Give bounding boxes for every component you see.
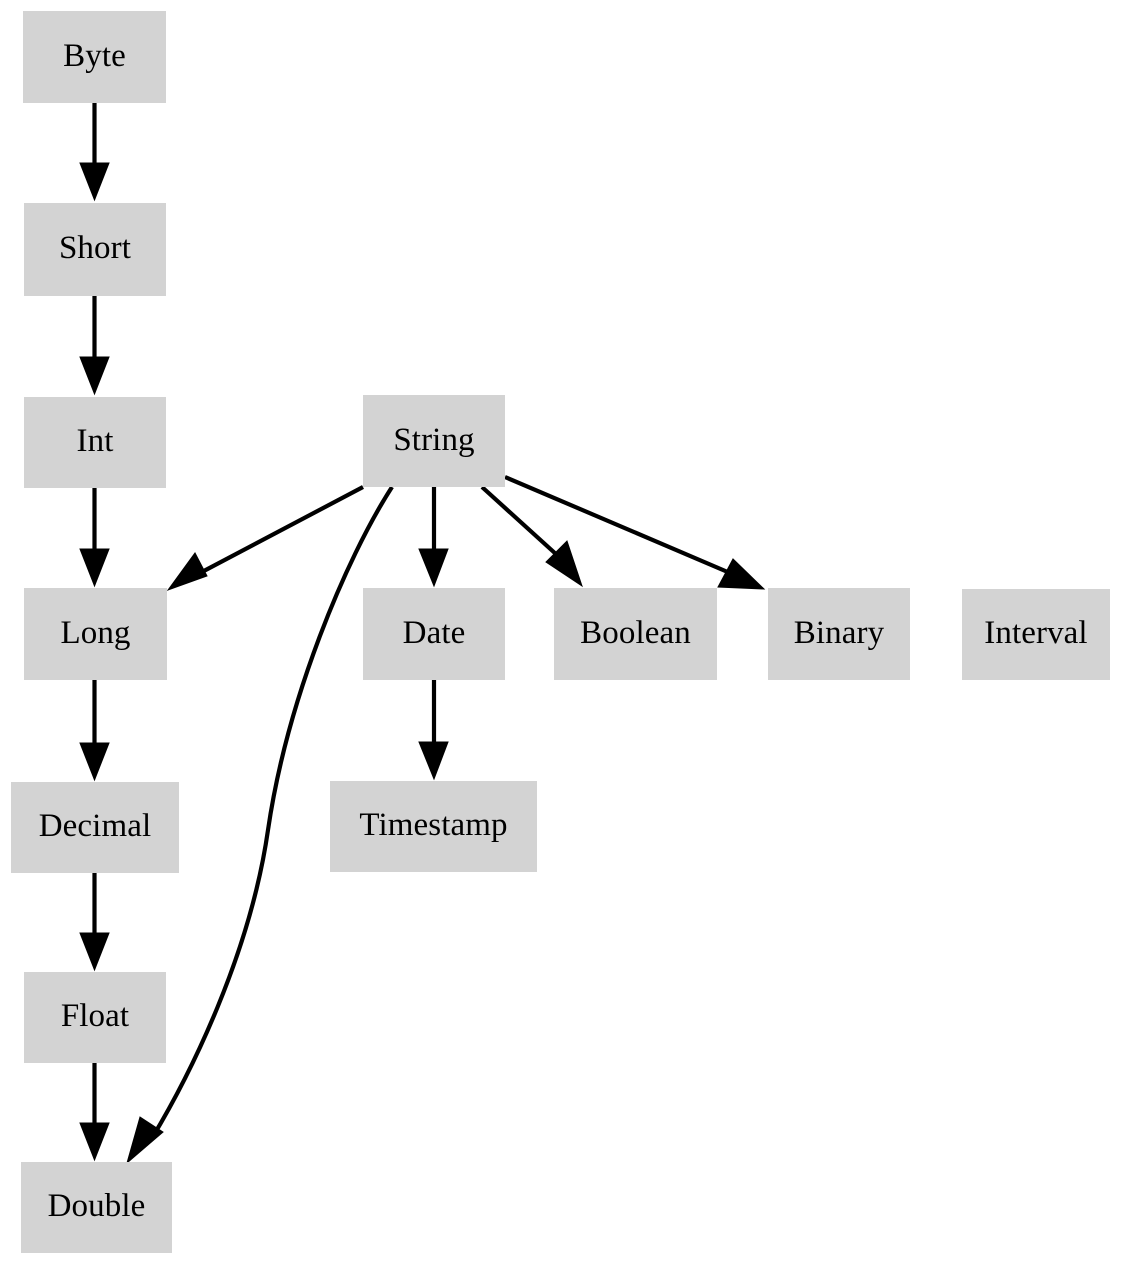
node-double-label: Double xyxy=(47,1188,146,1224)
node-interval-label: Interval xyxy=(984,615,1088,651)
node-byte[interactable]: Byte xyxy=(23,11,166,103)
node-date-label: Date xyxy=(402,614,466,651)
node-timestamp[interactable]: Timestamp xyxy=(330,781,537,872)
node-double[interactable]: Double xyxy=(21,1162,172,1253)
edge-date-timestamp xyxy=(418,680,449,781)
node-boolean-label: Boolean xyxy=(580,614,691,651)
edge-string-binary xyxy=(504,475,766,590)
node-date[interactable]: Date xyxy=(363,588,505,680)
edge-string-long xyxy=(166,485,364,592)
node-long[interactable]: Long xyxy=(24,588,167,680)
edge-string-boolean xyxy=(480,485,583,588)
node-interval[interactable]: Interval xyxy=(962,589,1110,680)
node-float[interactable]: Float xyxy=(24,972,166,1063)
node-timestamp-label: Timestamp xyxy=(359,807,508,843)
edge-short-int xyxy=(79,296,110,396)
edge-byte-short xyxy=(79,103,110,202)
edge-float-double xyxy=(79,1063,110,1162)
edge-int-long xyxy=(79,488,110,588)
node-long-label: Long xyxy=(60,614,131,651)
node-float-label: Float xyxy=(60,998,130,1034)
edge-string-date xyxy=(418,487,449,588)
edge-decimal-float xyxy=(79,873,110,972)
node-decimal[interactable]: Decimal xyxy=(11,782,179,873)
node-short-label: Short xyxy=(58,230,131,266)
node-string-label: String xyxy=(393,421,475,458)
node-binary-label: Binary xyxy=(793,614,885,651)
node-byte-label: Byte xyxy=(63,37,126,74)
node-decimal-label: Decimal xyxy=(38,808,152,844)
node-int[interactable]: Int xyxy=(24,397,166,488)
node-binary[interactable]: Binary xyxy=(768,588,910,680)
node-boolean[interactable]: Boolean xyxy=(554,588,717,680)
node-short[interactable]: Short xyxy=(24,203,166,296)
node-string[interactable]: String xyxy=(363,395,505,487)
edge-string-double xyxy=(126,485,394,1165)
node-int-label: Int xyxy=(76,423,114,459)
edge-long-decimal xyxy=(79,680,110,782)
